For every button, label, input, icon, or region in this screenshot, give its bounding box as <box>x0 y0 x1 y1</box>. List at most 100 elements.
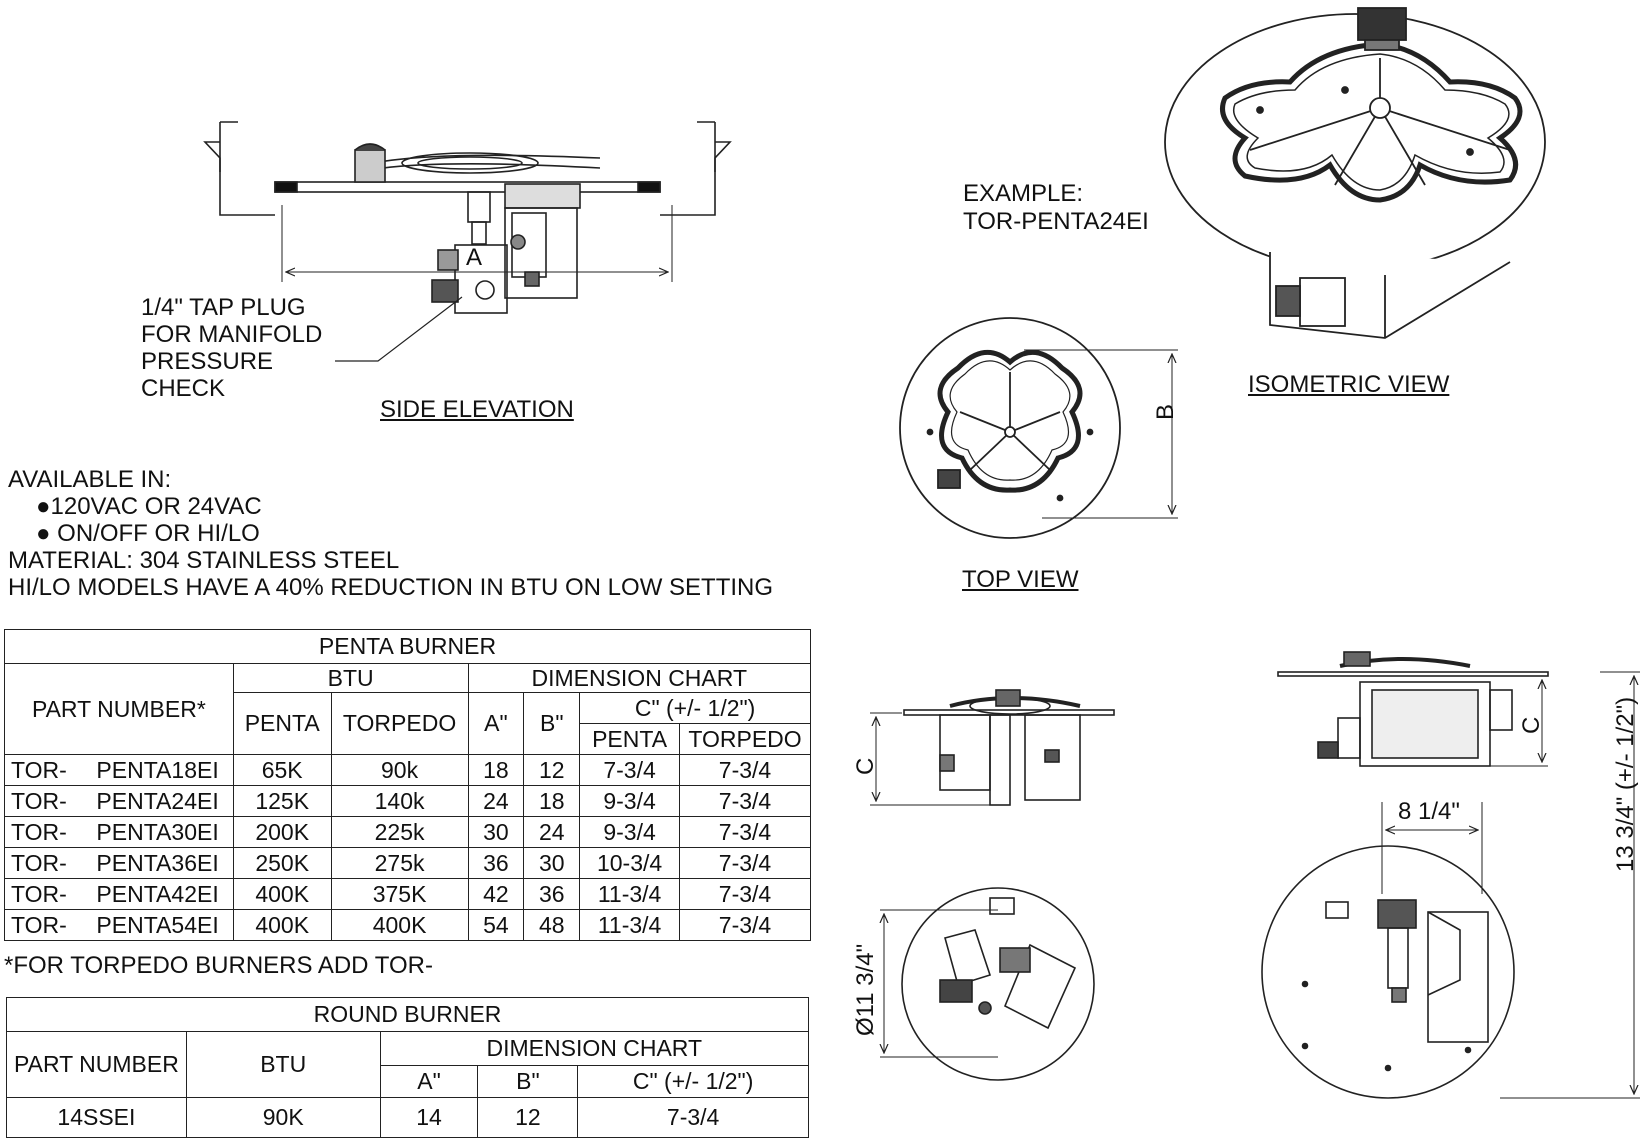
round-row-b: 12 <box>477 1097 579 1138</box>
row-btu-penta: 400K <box>232 909 332 941</box>
tap-plug-callout-line1: 1/4" TAP PLUG <box>141 294 306 321</box>
row-c-penta: 9-3/4 <box>579 785 681 817</box>
table-row: TOR- PENTA30EI 200K 225k 30 24 9-3/4 7-3… <box>4 816 811 848</box>
row-c-penta: 7-3/4 <box>579 754 681 786</box>
row-c-penta: 10-3/4 <box>579 847 681 879</box>
row-a: 18 <box>467 754 525 786</box>
table-row: TOR- PENTA42EI 400K 375K 42 36 11-3/4 7-… <box>4 878 811 910</box>
round-a-header: A" <box>379 1065 479 1098</box>
row-b: 24 <box>523 816 581 848</box>
isometric-view-drawing <box>1164 7 1546 339</box>
side-elevation-dim-a: A <box>466 244 483 271</box>
large-burner-height: 13 3/4" (+/- 1/2") <box>1612 696 1639 872</box>
available-in-label: AVAILABLE IN: <box>8 466 172 493</box>
top-view-dim-b: B <box>1152 403 1179 420</box>
penta-b-header: B" <box>523 692 581 755</box>
small-burner-bottom-drawing <box>880 887 1095 1081</box>
example-label: EXAMPLE: <box>963 180 1084 207</box>
small-burner-dim-c: C <box>852 757 879 775</box>
row-part: PENTA42EI <box>82 878 234 910</box>
row-btu-penta: 250K <box>232 847 332 879</box>
penta-c-torpedo-header: TORPEDO <box>679 723 811 755</box>
row-btu-penta: 400K <box>232 878 332 910</box>
row-btu-penta: 65K <box>232 754 332 786</box>
row-b: 30 <box>523 847 581 879</box>
row-prefix: TOR- <box>4 754 83 786</box>
round-part-number-header: PART NUMBER <box>6 1031 187 1098</box>
row-prefix: TOR- <box>4 878 83 910</box>
small-burner-diameter: Ø11 3/4" <box>852 943 879 1036</box>
row-a: 30 <box>467 816 525 848</box>
row-b: 36 <box>523 878 581 910</box>
row-btu-torpedo: 275k <box>330 847 469 879</box>
large-burner-width: 8 1/4" <box>1398 798 1460 825</box>
round-btu-header: BTU <box>185 1031 381 1098</box>
round-b-header: B" <box>477 1065 579 1098</box>
row-a: 24 <box>467 785 525 817</box>
example-part-number: TOR-PENTA24EI <box>963 208 1149 235</box>
table-row: TOR- PENTA24EI 125K 140k 24 18 9-3/4 7-3… <box>4 785 811 817</box>
round-row-btu: 90K <box>185 1097 381 1138</box>
penta-table-title: PENTA BURNER <box>4 629 811 664</box>
row-btu-penta: 200K <box>232 816 332 848</box>
specifications-block: AVAILABLE IN: ●120VAC OR 24VAC ● ON/OFF … <box>8 466 773 601</box>
row-b: 12 <box>523 754 581 786</box>
large-burner-bottom-drawing <box>1261 671 1640 1099</box>
row-part: PENTA30EI <box>82 816 234 848</box>
top-view-drawing <box>899 317 1178 539</box>
tap-plug-callout-line3: PRESSURE <box>141 348 274 375</box>
row-c-torpedo: 7-3/4 <box>679 754 811 786</box>
row-b: 48 <box>523 909 581 941</box>
row-c-torpedo: 7-3/4 <box>679 909 811 941</box>
round-row-c: 7-3/4 <box>577 1097 809 1138</box>
round-row-a: 14 <box>379 1097 479 1138</box>
row-btu-torpedo: 225k <box>330 816 469 848</box>
row-part: PENTA54EI <box>82 909 234 941</box>
material-spec: MATERIAL: 304 STAINLESS STEEL <box>8 547 400 574</box>
table-row: TOR- PENTA18EI 65K 90k 18 12 7-3/4 7-3/4 <box>4 754 811 786</box>
tap-plug-callout-line2: FOR MANIFOLD <box>141 321 323 348</box>
row-c-torpedo: 7-3/4 <box>679 816 811 848</box>
row-prefix: TOR- <box>4 847 83 879</box>
row-part: PENTA36EI <box>82 847 234 879</box>
large-burner-dim-c: C <box>1518 716 1545 734</box>
row-prefix: TOR- <box>4 785 83 817</box>
voltage-option: ●120VAC OR 24VAC <box>36 493 262 520</box>
row-prefix: TOR- <box>4 909 83 941</box>
penta-a-header: A" <box>467 692 525 755</box>
row-btu-torpedo: 375K <box>330 878 469 910</box>
penta-part-number-header: PART NUMBER* <box>4 663 234 755</box>
row-a: 36 <box>467 847 525 879</box>
row-btu-torpedo: 140k <box>330 785 469 817</box>
penta-btu-header: BTU <box>232 663 469 693</box>
row-prefix: TOR- <box>4 816 83 848</box>
penta-dimension-header: DIMENSION CHART <box>467 663 811 693</box>
row-b: 18 <box>523 785 581 817</box>
table-row: TOR- PENTA36EI 250K 275k 36 30 10-3/4 7-… <box>4 847 811 879</box>
round-c-header: C" (+/- 1/2") <box>577 1065 809 1098</box>
row-btu-torpedo: 90k <box>330 754 469 786</box>
side-elevation-title: SIDE ELEVATION <box>380 396 574 423</box>
row-c-penta: 9-3/4 <box>579 816 681 848</box>
control-option: ● ON/OFF OR HI/LO <box>36 520 260 547</box>
penta-btu-torpedo-header: TORPEDO <box>330 692 469 755</box>
penta-c-penta-header: PENTA <box>579 723 681 755</box>
round-burner-table: ROUND BURNER PART NUMBER BTU DIMENSION C… <box>6 997 810 1138</box>
row-btu-penta: 125K <box>232 785 332 817</box>
round-dimension-header: DIMENSION CHART <box>379 1031 810 1066</box>
row-a: 54 <box>467 909 525 941</box>
round-table-title: ROUND BURNER <box>6 997 809 1032</box>
tap-plug-callout-line4: CHECK <box>141 375 226 402</box>
penta-burner-table: PENTA BURNER PART NUMBER* BTU DIMENSION … <box>4 629 811 941</box>
penta-btu-penta-header: PENTA <box>232 692 332 755</box>
torpedo-footnote: *FOR TORPEDO BURNERS ADD TOR- <box>4 952 433 979</box>
table-row: 14SSEI 90K 14 12 7-3/4 <box>6 1097 809 1138</box>
hilo-note: HI/LO MODELS HAVE A 40% REDUCTION IN BTU… <box>8 574 774 601</box>
large-burner-side-drawing <box>1277 651 1549 767</box>
row-c-penta: 11-3/4 <box>579 878 681 910</box>
row-c-torpedo: 7-3/4 <box>679 847 811 879</box>
round-row-part: 14SSEI <box>6 1097 187 1138</box>
row-c-torpedo: 7-3/4 <box>679 878 811 910</box>
row-a: 42 <box>467 878 525 910</box>
